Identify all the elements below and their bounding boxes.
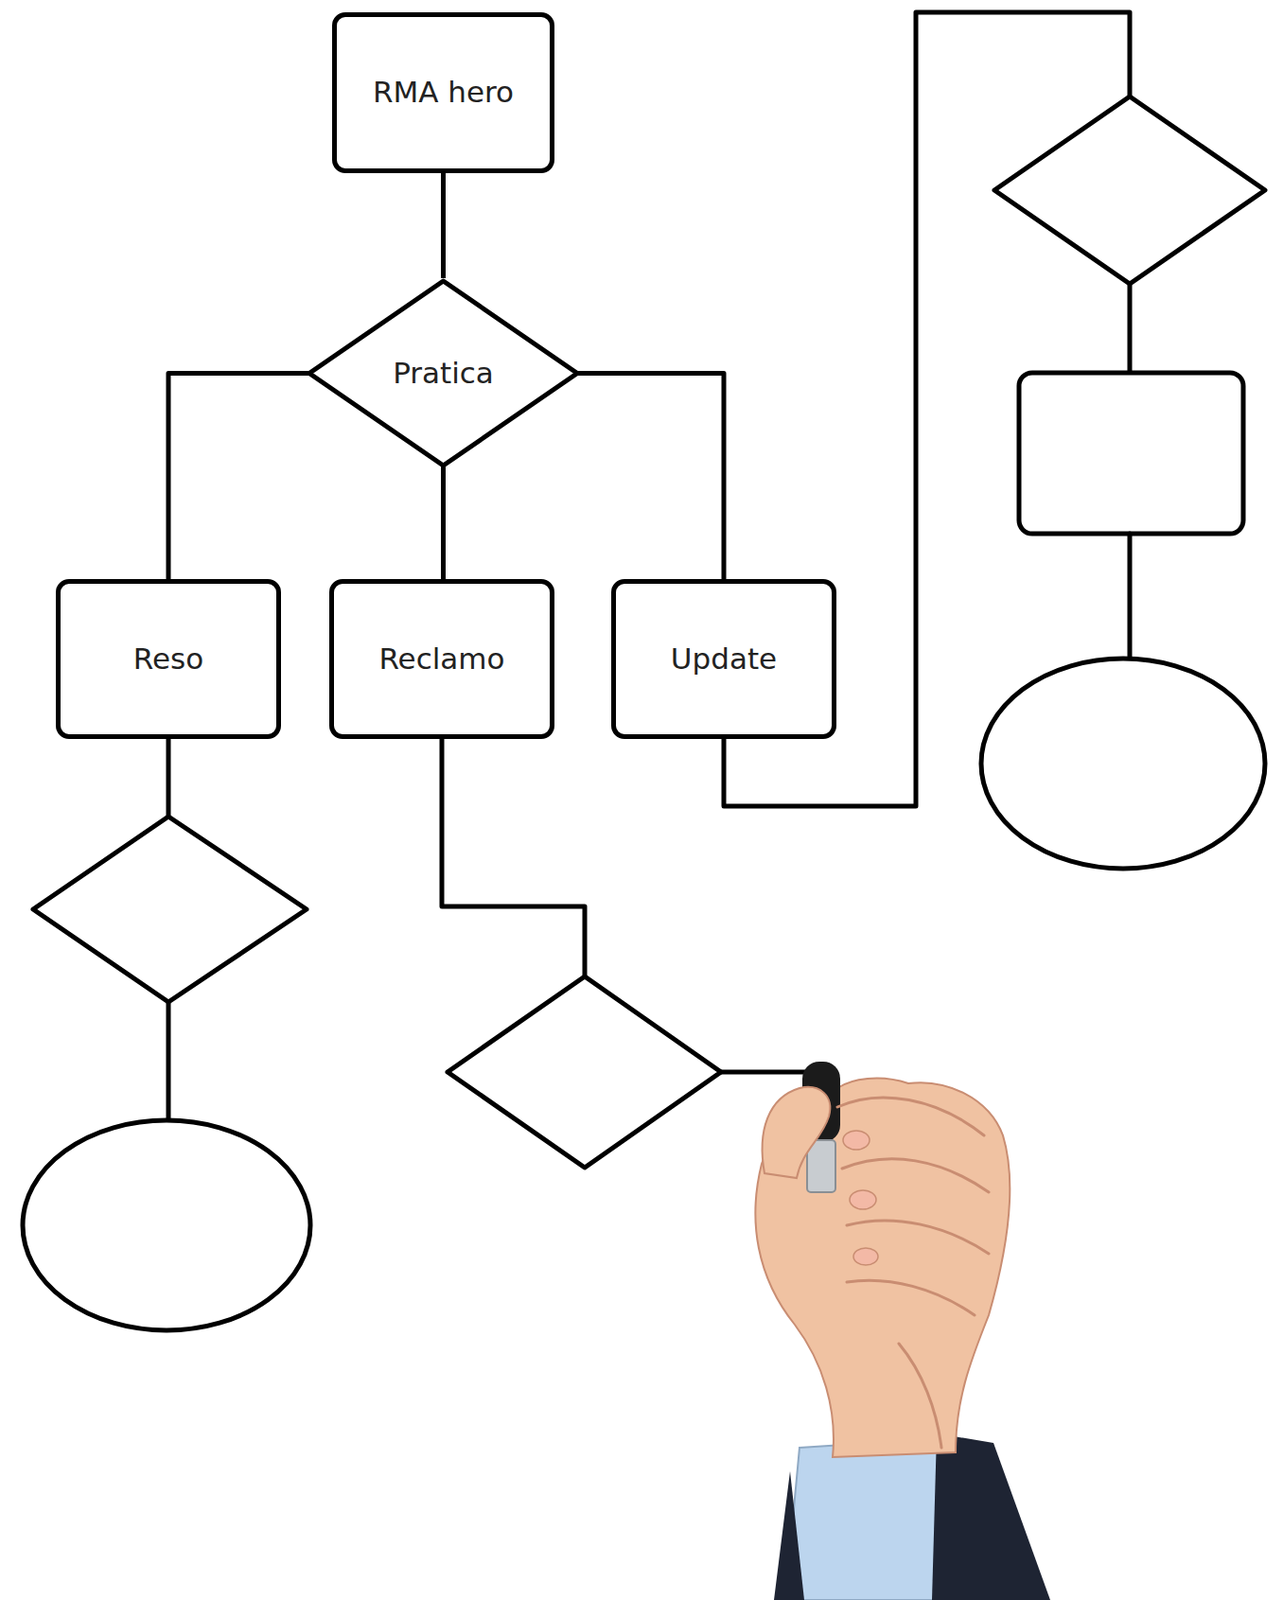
finger-crease xyxy=(842,1159,989,1193)
connector-line xyxy=(440,173,446,279)
process-box: Update xyxy=(611,579,837,739)
decision-diamond xyxy=(447,976,721,1168)
finger-crease xyxy=(846,1280,975,1316)
decision-diamond: Pratica xyxy=(306,278,580,469)
text-group: Pratica xyxy=(392,355,494,391)
text-group: Reclamo xyxy=(378,641,505,677)
text-group: Reso xyxy=(133,641,204,677)
node-label: Reso xyxy=(133,641,204,677)
decision-diamond xyxy=(994,96,1266,284)
flow-line xyxy=(1127,283,1133,373)
connector-line xyxy=(168,373,310,580)
flow-line xyxy=(166,1001,172,1121)
text-group: Update xyxy=(670,641,777,677)
process-box xyxy=(1019,372,1244,534)
node-label: RMA hero xyxy=(372,74,514,110)
flow-line xyxy=(1127,533,1133,659)
process-box: RMA hero xyxy=(332,12,555,174)
text-group: RMA hero xyxy=(372,74,514,110)
flow-line xyxy=(441,738,585,977)
fingernail xyxy=(843,1130,870,1150)
node-label: Update xyxy=(670,641,777,677)
connector-line xyxy=(577,373,724,580)
terminal-ellipse xyxy=(981,658,1266,869)
flow-line xyxy=(166,738,172,817)
process-box: Reclamo xyxy=(329,579,555,739)
hand-fist xyxy=(755,1078,1010,1458)
terminal-ellipse xyxy=(22,1120,311,1331)
jacket-sleeve xyxy=(773,1471,805,1600)
node-label: Pratica xyxy=(392,355,494,391)
node-label: Reclamo xyxy=(378,641,505,677)
shirt-cuff xyxy=(785,1438,956,1600)
process-box: Reso xyxy=(55,579,282,739)
finger-crease xyxy=(837,1097,985,1136)
wrist-crease xyxy=(898,1343,942,1448)
fingernail xyxy=(853,1247,879,1266)
connector-line xyxy=(440,465,446,580)
thumb xyxy=(762,1087,831,1178)
fingernail xyxy=(849,1190,877,1210)
jacket-sleeve xyxy=(931,1433,1051,1600)
decision-diamond xyxy=(33,816,307,1002)
